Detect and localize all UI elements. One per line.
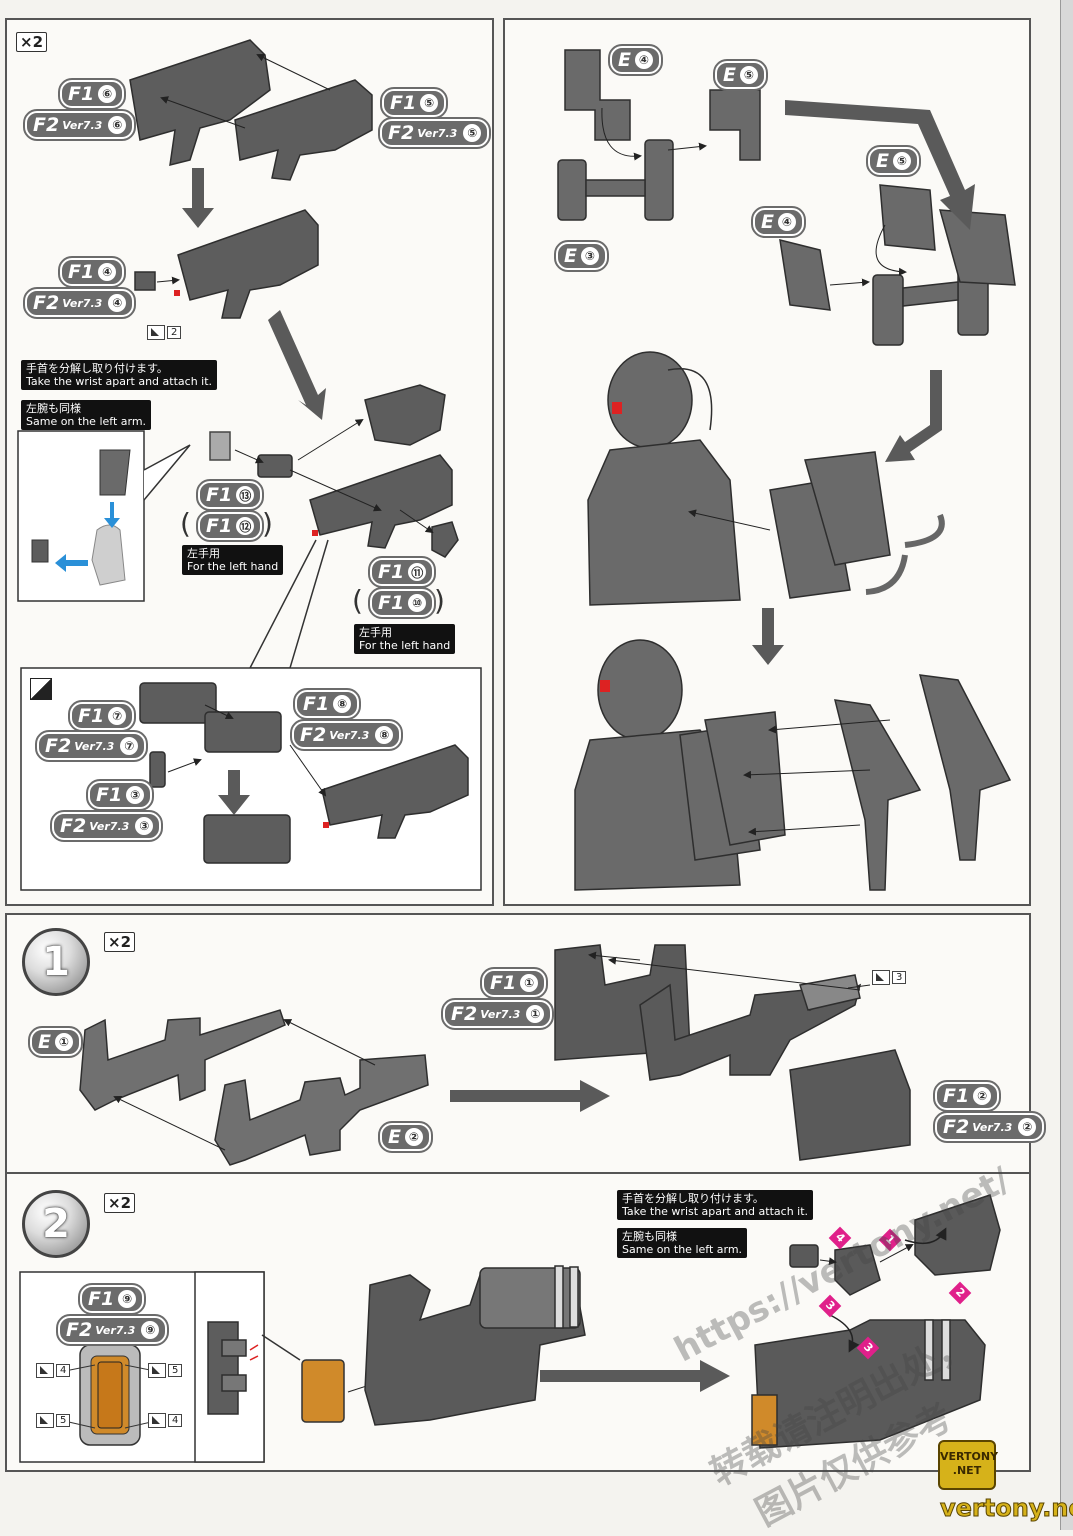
step-number-1: 1 [22,928,90,996]
arrow-big-right-down [785,100,975,230]
ref-sticker-3: 3 [872,970,907,985]
paren-open-1: ( [180,507,191,540]
step2-launcher [364,1265,586,1426]
inset-hand [91,524,126,586]
page-edge-strip [1060,0,1073,1530]
backpack-assembled [769,451,891,599]
figure-back-view-1 [587,351,741,606]
wrist-part [209,431,231,461]
multiplier-top-left: ×2 [16,32,48,52]
gun-assembled-1 [134,209,319,319]
step1-part-e1 [79,1009,429,1166]
multiplier-step1: ×2 [104,932,136,952]
red-led-1 [174,290,180,296]
step-number-2: 2 [22,1190,90,1258]
arrow-diag-1 [268,310,326,420]
arrow-gun-half-1 [256,54,331,91]
arrow-down-1 [182,168,214,228]
gun-half-left [129,39,373,181]
inset-arrow-blue-down [104,502,120,528]
ref-sticker-5a: 5 [148,1363,183,1378]
ref-sticker-4b: 4 [148,1413,183,1428]
inset-arrow-blue-left [55,554,88,572]
paren-open-2: ( [352,584,363,617]
arrow-gun-half-2 [160,96,246,129]
arrow-step1-right [450,1080,610,1112]
badge-line-1: VERTONY [940,1450,999,1463]
paren-close-2: ) [434,584,445,617]
note-wrist-step2: 手首を分解し取り付けます。Take the wrist apart and at… [617,1190,814,1220]
figure-back-view-2 [574,639,1012,891]
clear-part-orange [301,1359,345,1423]
watermark-footer: vertony.net [939,1494,1073,1523]
step2-result [751,1319,986,1449]
gun-with-hand [257,384,459,558]
step2-hand-attach [789,1194,1001,1296]
inset-wrist-upper [99,449,131,496]
backpack-rack-parts [557,49,1016,346]
inset-wrist-joint [31,539,49,563]
ref-sticker-4a: 4 [36,1363,71,1378]
note-wrist: 手首を分解し取り付けます。Take the wrist apart and at… [21,360,218,390]
ref-sticker-2: 2 [147,325,182,340]
arrow-down-right [752,608,784,665]
arrow-big-diag [885,370,942,462]
paren-close-1: ) [262,507,273,540]
ref-sticker-5b: 5 [36,1413,71,1428]
sub-parts [139,682,469,864]
watermark-badge: VERTONY .NET [938,1440,999,1490]
badge-line-2: .NET [952,1464,982,1477]
red-led-2 [312,530,318,536]
sticker-icon [30,678,52,700]
clip-part [207,1321,247,1415]
multiplier-step2: ×2 [104,1193,136,1213]
arrow-step2-right [540,1360,730,1392]
step1-assembled [554,944,911,1161]
